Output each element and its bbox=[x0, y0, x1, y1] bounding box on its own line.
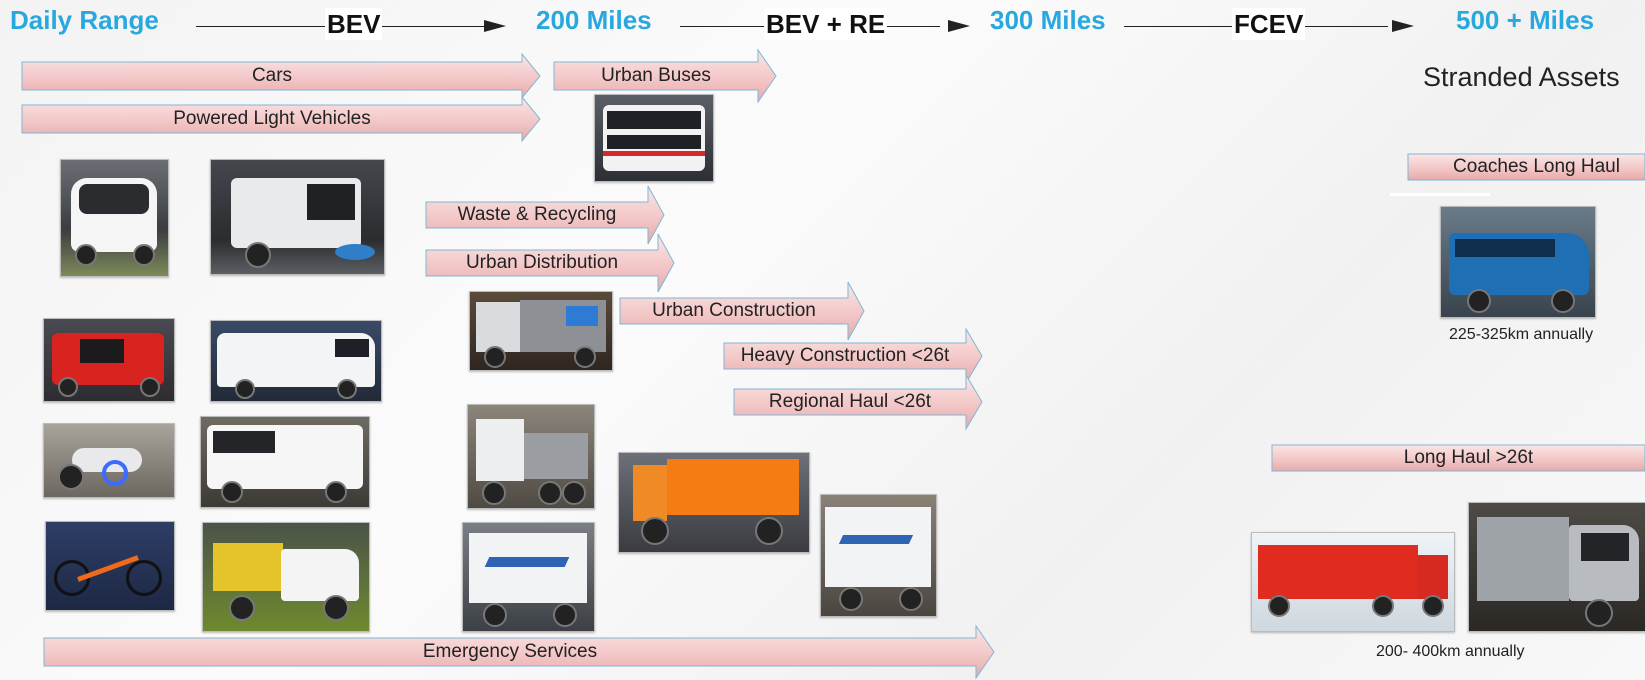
powered-light-vehicles-arrow: Powered Light Vehicles bbox=[21, 95, 541, 143]
box-truck-photo bbox=[820, 494, 937, 617]
regional-haul-label: Regional Haul <26t bbox=[768, 391, 932, 412]
timeline-arrowhead-2 bbox=[948, 20, 970, 32]
urban-buses-arrow: Urban Buses bbox=[553, 48, 777, 104]
e-bike-photo bbox=[45, 521, 175, 611]
white-underline bbox=[1390, 193, 1490, 196]
rigid-truck-photo bbox=[462, 522, 595, 632]
gritter-truck-photo bbox=[618, 452, 810, 553]
long-haul-arrow: Long Haul >26t bbox=[1271, 443, 1645, 473]
heavy-construction-label: Heavy Construction <26t bbox=[740, 345, 950, 366]
stranded-assets-label: Stranded Assets bbox=[1423, 62, 1620, 92]
truck-usage-caption: 200- 400km annually bbox=[1376, 643, 1525, 660]
coach-usage-caption: 225-325km annually bbox=[1449, 326, 1594, 343]
street-sweeper-photo bbox=[210, 159, 385, 275]
waste-recycling-label: Waste & Recycling bbox=[457, 204, 617, 225]
bev-label: BEV bbox=[325, 8, 383, 40]
urban-construction-arrow: Urban Construction bbox=[619, 281, 865, 341]
coaches-long-haul-label: Coaches Long Haul bbox=[1453, 156, 1620, 177]
daily-range-label: Daily Range bbox=[10, 5, 159, 35]
range-300-label: 300 Miles bbox=[990, 5, 1106, 35]
cars-arrow: Cars bbox=[21, 52, 541, 100]
coaches-long-haul-arrow: Coaches Long Haul bbox=[1407, 152, 1645, 182]
urban-distribution-label: Urban Distribution bbox=[465, 252, 619, 273]
urban-distribution-arrow: Urban Distribution bbox=[425, 233, 675, 293]
red-utility-vehicle-photo bbox=[43, 318, 175, 402]
microcar-photo bbox=[60, 159, 169, 277]
urban-buses-label: Urban Buses bbox=[601, 65, 711, 86]
long-haul-label: Long Haul >26t bbox=[1403, 447, 1534, 468]
regional-haul-arrow: Regional Haul <26t bbox=[733, 373, 983, 431]
fcev-label: FCEV bbox=[1232, 8, 1306, 40]
timeline-arrowhead-3 bbox=[1392, 20, 1414, 32]
hydrogen-truck-photo bbox=[1468, 502, 1645, 632]
grey-lorry-photo bbox=[467, 404, 595, 509]
white-van-photo bbox=[210, 320, 382, 402]
refuse-truck-photo bbox=[469, 291, 613, 371]
heavy-construction-arrow: Heavy Construction <26t bbox=[723, 327, 983, 385]
electric-motorbike-photo bbox=[43, 423, 175, 498]
timeline-arrowhead-1 bbox=[484, 20, 506, 32]
bev-re-label: BEV + RE bbox=[764, 8, 888, 40]
emergency-services-label: Emergency Services bbox=[422, 641, 598, 662]
range-200-label: 200 Miles bbox=[536, 5, 652, 35]
tipper-van-photo bbox=[202, 522, 370, 632]
urban-construction-label: Urban Construction bbox=[652, 300, 816, 321]
coach-photo bbox=[1440, 206, 1596, 318]
powered-light-vehicles-label: Powered Light Vehicles bbox=[173, 108, 371, 129]
red-articulated-truck-photo bbox=[1251, 532, 1455, 632]
range-500-label: 500 + Miles bbox=[1456, 5, 1595, 35]
double-decker-bus-photo bbox=[594, 94, 714, 182]
emergency-services-arrow: Emergency Services bbox=[43, 624, 995, 680]
minibus-photo bbox=[200, 416, 370, 508]
cars-label: Cars bbox=[251, 65, 293, 86]
waste-recycling-arrow: Waste & Recycling bbox=[425, 185, 665, 245]
